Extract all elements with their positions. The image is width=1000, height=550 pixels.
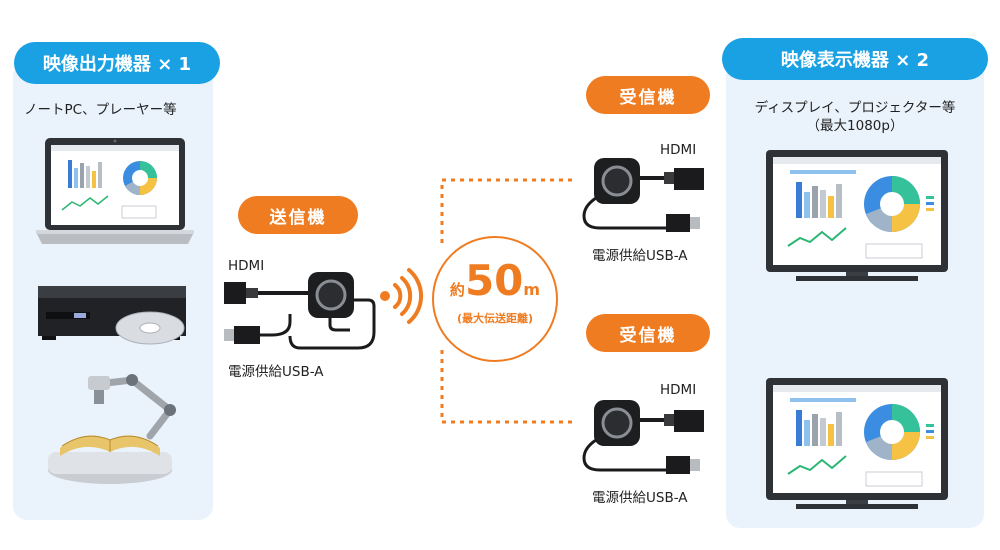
range-connector-lines bbox=[440, 178, 572, 424]
laptop-icon bbox=[36, 138, 194, 244]
receiver-2-title: 受信機 bbox=[586, 314, 710, 352]
receiver-1-power-label: 電源供給USB-A bbox=[592, 248, 688, 264]
transmitter-power-label: 電源供給USB-A bbox=[228, 364, 324, 380]
receiver-2-hdmi-label: HDMI bbox=[660, 382, 697, 398]
transmitter-device-icon bbox=[224, 272, 376, 350]
range-unit: m bbox=[523, 280, 541, 299]
display-subtitle: ディスプレイ、プロジェクター等 bbox=[754, 100, 956, 116]
receiver-2-device-icon bbox=[582, 400, 704, 474]
bluray-player-icon bbox=[38, 286, 186, 345]
transmitter-title: 送信機 bbox=[238, 196, 358, 234]
display-resolution: （最大1080p） bbox=[806, 118, 904, 134]
display-title: 映像表示機器 × 2 bbox=[722, 38, 988, 80]
range-circle: 約50m (最大伝送距離) bbox=[432, 236, 558, 362]
transmitter-hdmi-label: HDMI bbox=[228, 258, 265, 274]
receiver-1-hdmi-label: HDMI bbox=[660, 142, 697, 158]
range-caption: (最大伝送距離) bbox=[456, 312, 534, 325]
receiver-2-power-label: 電源供給USB-A bbox=[592, 490, 688, 506]
monitor-1-icon bbox=[766, 150, 948, 281]
wireless-signal-icon bbox=[380, 268, 424, 324]
range-value: 50 bbox=[464, 256, 524, 305]
document-camera-icon bbox=[48, 374, 176, 484]
receiver-1-title: 受信機 bbox=[586, 76, 710, 114]
source-title: 映像出力機器 × 1 bbox=[14, 42, 220, 84]
source-subtitle: ノートPC、プレーヤー等 bbox=[24, 102, 177, 118]
receiver-1-device-icon bbox=[582, 158, 704, 232]
monitor-2-icon bbox=[766, 378, 948, 509]
range-prefix: 約 bbox=[449, 281, 465, 299]
